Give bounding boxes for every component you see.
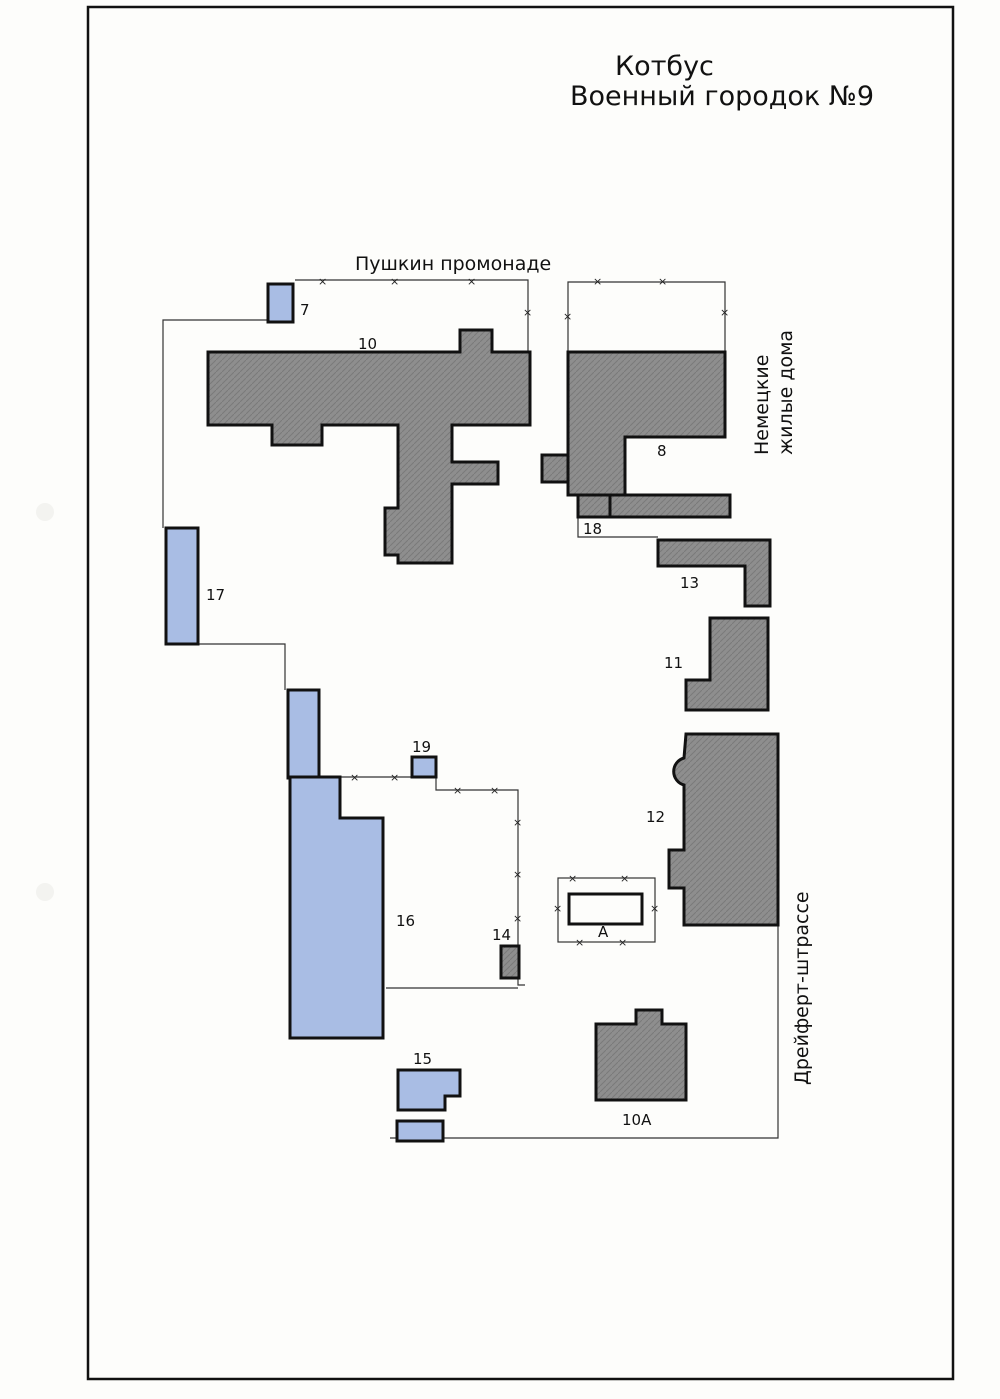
building-8	[566, 350, 727, 497]
blue-buildings	[164, 282, 462, 1143]
label-17: 17	[206, 586, 225, 604]
svg-text:×: ×	[350, 771, 359, 784]
label-16: 16	[396, 912, 415, 930]
label-7: 7	[300, 301, 310, 319]
building-a	[567, 892, 644, 926]
svg-text:×: ×	[523, 306, 532, 319]
site-perimeter	[162, 319, 779, 1139]
label-10: 10	[358, 335, 377, 353]
svg-text:×: ×	[513, 816, 522, 829]
building-14	[499, 944, 521, 980]
svg-text:×: ×	[390, 275, 399, 288]
building-18-right	[608, 493, 732, 519]
svg-text:×: ×	[318, 275, 327, 288]
label-19: 19	[412, 738, 431, 756]
map-title-city: Котбус	[615, 51, 714, 82]
svg-text:×: ×	[553, 902, 562, 915]
street-label-houses-2: жилые дома	[775, 330, 797, 455]
label-15: 15	[413, 1050, 432, 1068]
svg-text:×: ×	[453, 784, 462, 797]
label-8: 8	[657, 442, 667, 460]
punch-hole-top	[36, 503, 54, 521]
building-16	[288, 775, 385, 1040]
map-title-subtitle: Военный городок №9	[570, 81, 874, 112]
building-8-annex	[540, 453, 570, 484]
page-border	[86, 5, 955, 1381]
building-7	[266, 282, 295, 324]
building-labels: 7 10 8 18 13 17 11 19 12 16 14 A 15 10А	[206, 301, 699, 1129]
svg-text:×: ×	[618, 936, 627, 949]
building-16-top	[286, 688, 321, 780]
svg-text:×: ×	[490, 784, 499, 797]
fence-lines	[295, 279, 726, 989]
svg-text:×: ×	[593, 275, 602, 288]
svg-text:×: ×	[620, 872, 629, 885]
svg-text:×: ×	[658, 275, 667, 288]
building-11	[684, 616, 770, 712]
building-10a	[594, 1008, 688, 1102]
svg-text:×: ×	[650, 902, 659, 915]
svg-text:×: ×	[563, 310, 572, 323]
label-a: A	[598, 923, 609, 941]
label-18: 18	[583, 520, 602, 538]
label-14: 14	[492, 926, 511, 944]
svg-text:×: ×	[568, 872, 577, 885]
building-15-lower	[395, 1119, 445, 1143]
building-10	[206, 328, 532, 565]
label-13: 13	[680, 574, 699, 592]
svg-text:×: ×	[575, 936, 584, 949]
building-12	[667, 732, 780, 927]
building-15	[396, 1068, 462, 1112]
street-label-right: Дрейферт-штрассе	[791, 891, 813, 1085]
building-13	[656, 538, 772, 608]
building-17	[164, 526, 200, 646]
svg-text:×: ×	[390, 771, 399, 784]
svg-text:×: ×	[513, 868, 522, 881]
punch-hole-bottom	[36, 883, 54, 901]
label-12: 12	[646, 808, 665, 826]
street-label-top: Пушкин промонаде	[355, 253, 551, 275]
building-18-left	[576, 493, 612, 519]
svg-text:×: ×	[513, 912, 522, 925]
building-19	[410, 755, 438, 779]
label-10a: 10А	[622, 1111, 652, 1129]
dark-buildings	[206, 328, 780, 1102]
svg-text:×: ×	[467, 275, 476, 288]
fence-markers: × × × × × × × × × × × × × × × × × × × × …	[318, 275, 729, 949]
svg-text:×: ×	[720, 306, 729, 319]
street-label-houses-1: Немецкие	[751, 355, 773, 455]
label-11: 11	[664, 654, 683, 672]
